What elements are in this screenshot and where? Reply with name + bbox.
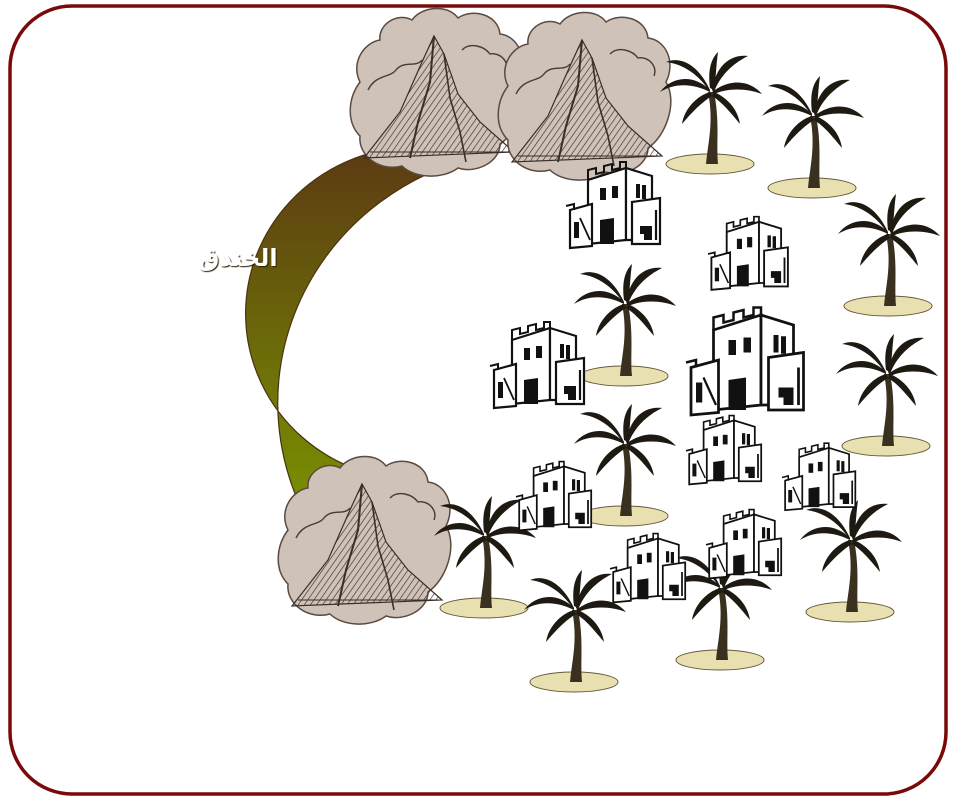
trench-label: الخندق <box>198 244 278 272</box>
trench-arc <box>245 146 479 550</box>
